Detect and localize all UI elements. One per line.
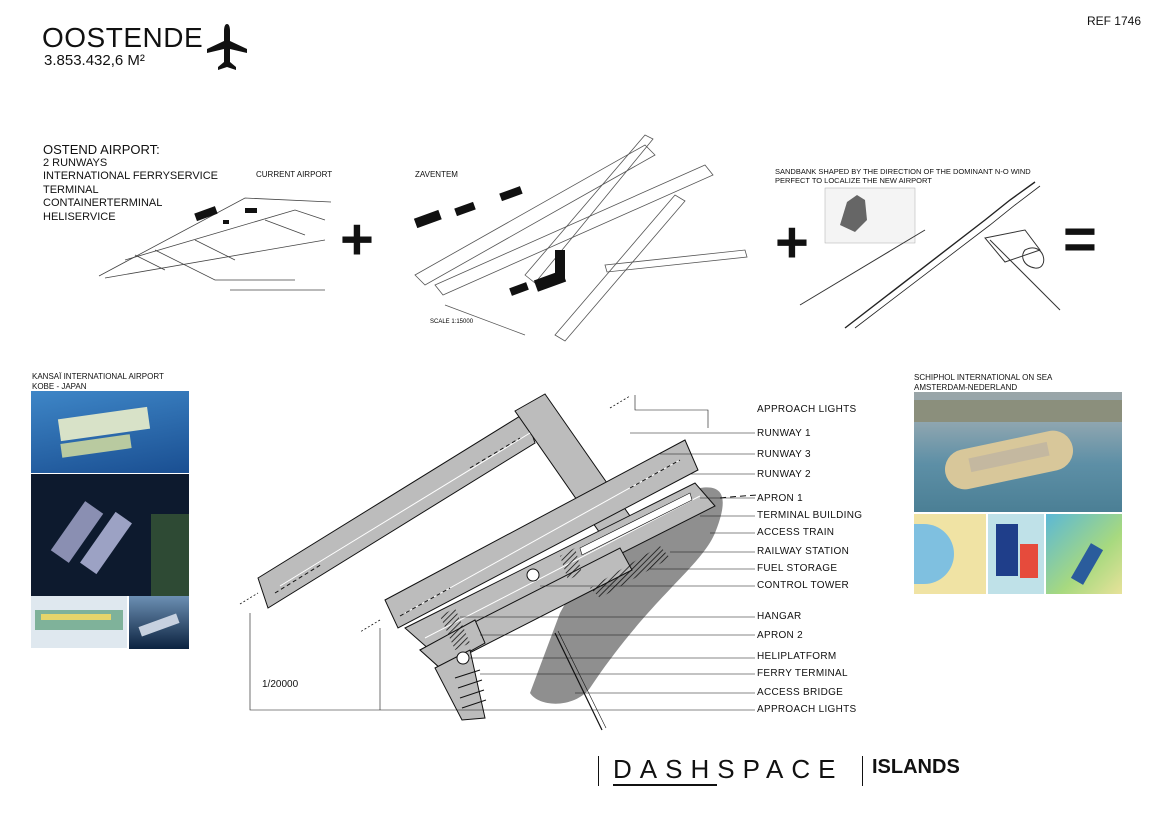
airport-site-plan	[239, 393, 760, 731]
plan-scale: 1/20000	[262, 679, 299, 690]
legend-label: HELIPLATFORM	[757, 651, 837, 662]
legend-label: HANGAR	[757, 611, 802, 622]
kansai-satellite-photo	[31, 474, 189, 596]
schiphol-map-1	[914, 514, 986, 594]
legend-label: ACCESS TRAIN	[757, 527, 835, 538]
sandbank-map	[799, 181, 1061, 329]
fuel-storage	[590, 546, 670, 598]
program-item: INTERNATIONAL FERRYSERVICE	[43, 170, 219, 182]
legend-label: APPROACH LIGHTS	[757, 404, 857, 415]
plus-symbol: +	[775, 210, 809, 275]
legend-label: RUNWAY 2	[757, 469, 811, 480]
reference-number: REF 1746	[1086, 14, 1141, 28]
program-item: 2 RUNWAYS	[43, 156, 108, 169]
schiphol-map-3	[1046, 514, 1122, 594]
program-item: TERMINAL	[43, 183, 99, 196]
equals-symbol: =	[1063, 207, 1097, 272]
page-title: OOSTENDE	[42, 22, 204, 53]
program-heading: OSTEND AIRPORT:	[43, 142, 160, 157]
control-tower	[526, 568, 540, 582]
kansai-caption: KANSAÏ INTERNATIONAL AIRPORT KOBE - JAPA…	[32, 372, 164, 392]
airport-program: OSTEND AIRPORT: 2 RUNWAYS INTERNATIONAL …	[43, 143, 218, 224]
schiphol-map-2	[988, 514, 1044, 594]
sandbank-caption-line: PERFECT TO LOCALIZE THE NEW AIRPORT	[775, 176, 932, 185]
kansai-aerial-photo	[31, 391, 189, 473]
zaventem-scale: SCALE 1:15000	[430, 319, 474, 325]
program-item: HELISERVICE	[43, 210, 116, 223]
schiphol-render	[914, 392, 1122, 512]
legend-label: CONTROL TOWER	[757, 580, 850, 591]
legend-label: APPROACH LIGHTS	[757, 704, 857, 715]
heliplatform	[456, 651, 470, 665]
divider	[862, 756, 863, 786]
island-landmass	[530, 487, 723, 704]
legend-label: RUNWAY 3	[757, 449, 811, 460]
railway-station	[560, 548, 582, 580]
schiphol-caption: SCHIPHOL INTERNATIONAL ON SEA AMSTERDAM-…	[914, 373, 1052, 393]
current-airport-plan	[98, 197, 332, 291]
plus-symbol: +	[340, 207, 374, 272]
wind-rose	[840, 195, 867, 232]
schiphol-title: SCHIPHOL INTERNATIONAL ON SEA	[914, 373, 1053, 382]
brand-logo-part: SPACE	[717, 754, 844, 784]
site-area: 3.853.432,6 M²	[44, 52, 145, 69]
section-title: ISLANDS	[872, 756, 960, 778]
legend-label: ACCESS BRIDGE	[757, 687, 844, 698]
brand-logo: DASHSPACE	[613, 754, 844, 786]
legend-label: APRON 2	[757, 630, 804, 641]
runway-1	[257, 412, 536, 609]
airplane-icon	[207, 24, 247, 70]
legend-label: RAILWAY STATION	[757, 546, 850, 557]
program-item: CONTAINERTERMINAL	[43, 197, 163, 209]
brand-logo-part: DASH	[613, 754, 718, 786]
legend-label: FUEL STORAGE	[757, 563, 838, 574]
hangar	[440, 608, 470, 650]
zaventem-caption: ZAVENTEM	[415, 170, 458, 179]
kansai-plan-drawing	[31, 596, 127, 648]
sandbank-caption-line: SANDBANK SHAPED BY THE DIRECTION OF THE …	[775, 167, 1031, 176]
legend-label: RUNWAY 1	[757, 428, 811, 439]
terminal-building	[579, 492, 693, 556]
current-airport-caption: CURRENT AIRPORT	[256, 170, 333, 179]
legend-label: APRON 1	[757, 493, 804, 504]
legend-label: TERMINAL BUILDING	[757, 510, 863, 521]
sandbank-caption: SANDBANK SHAPED BY THE DIRECTION OF THE …	[775, 167, 1031, 185]
schiphol-location: AMSTERDAM-NEDERLAND	[914, 383, 1018, 392]
zaventem-plan: SCALE 1:15000	[413, 134, 748, 342]
kansai-night-photo	[129, 596, 189, 649]
legend-label: FERRY TERMINAL	[757, 668, 848, 679]
kansai-location: KOBE - JAPAN	[32, 382, 87, 391]
access-bridge	[554, 632, 603, 731]
kansai-title: KANSAÏ INTERNATIONAL AIRPORT	[32, 372, 164, 381]
divider	[598, 756, 599, 786]
